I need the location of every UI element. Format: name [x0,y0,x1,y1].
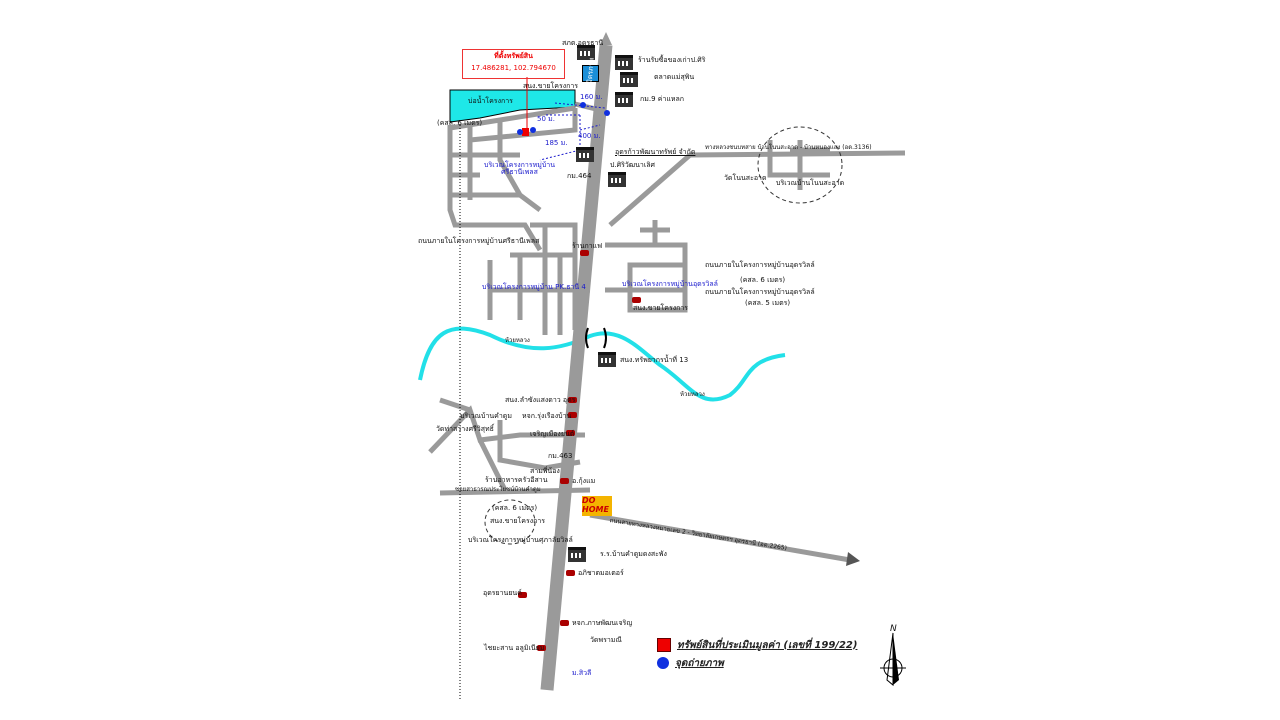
km464-label: กม.464 [567,172,592,180]
shop-bottom-label: ไชยะสาน อลูมิเนียม [484,644,545,652]
car-icon [566,570,575,576]
roads [428,101,906,563]
legend-photo-label: จุดถ่ายภาพ [675,657,724,669]
car-icon [566,430,575,436]
sales-office-top-label: สนง.ขายโครงการ [523,82,579,90]
sam-phi-nong-label: สามพี่น้อง [530,467,560,475]
restaurant-label: ร้านอาหารครัวอีสาน [485,476,548,484]
left-road-label: ซอยสาธารณประโยชน์บ้านคำดูม [455,486,541,493]
bank-office-label: สนง.ลำซังแสงดาว อุดร [505,396,576,404]
shop-top-label: ร้านรับซื้อของเก่าป.ศิริ [638,56,706,64]
legend: ทรัพย์สินที่ประเมินมูลค่า (เลขที่ 199/22… [657,636,857,672]
property-coordinates: 17.486281, 102.794670 [471,64,556,72]
village-kham-label: บริเวณบ้านคำดูม [460,412,512,420]
school-label: ร.ร.บ้านคำดูมดงสะพัง [600,550,667,558]
village-udon-label: บริเวณโครงการหมู่บ้านอุดรวิลล์ [622,280,718,288]
do-home-label: DO HOME [582,496,609,514]
right-road-label: ทางหลวงชนบทสาย บ้านโนนสะอาด - บ้านหนองแส… [705,144,872,151]
hospital-label: หจก.ภาษพัฒนเจริญ [572,619,633,627]
km463-label: กม.463 [548,452,573,460]
property-location-box: ที่ตั้งทรัพย์สิน 17.486281, 102.794670 [462,49,565,79]
building-icon [577,45,595,60]
do-home-logo: DO HOME [582,496,612,516]
distance-185-label: 185 ม. [545,139,568,147]
distance-50-label: 50 ม. [537,115,555,123]
legend-property-label: ทรัพย์สินที่ประเมินมูลค่า (เลขที่ 199/22… [677,639,858,651]
north-arrow-icon [880,632,906,687]
car-icon [632,297,641,303]
property-location-title: ที่ตั้งทรัพย์สิน [494,52,533,60]
road-width-label: (คสล. 6 เมตร) [437,119,483,127]
road-udon-ville-label-2: ถนนภายในโครงการหมู่บ้านอุดรวิลล์ [705,288,815,296]
building-icon [598,352,616,367]
property-square-icon [657,638,671,652]
village-bottom-label: บริเวณโครงการหมู่บ้านศุภาลัยวิลล์ [468,536,573,544]
photo-point-icon [657,657,669,669]
p-siri-label: ป.ศิริวัฒนาเลิศ [610,161,655,169]
legend-photo: จุดถ่ายภาพ [657,654,857,672]
company-label: อุดรก้าวพัฒนาทรัพย์ จำกัด [615,148,696,156]
river [418,326,786,402]
distance-400-label: 400 ม. [578,132,601,140]
cafe-label: ร้านกาแฟ [572,242,603,250]
pond [449,89,576,123]
road-arrow [846,552,860,566]
car-icon [560,478,569,484]
building-icon [620,72,638,87]
gas-label: อ.กุ้งแม [572,477,596,485]
building-icon [615,92,633,107]
nong-road-label: เจริญเมืองยนต์ [530,430,575,438]
car-shop-label: อภิชาตมอเตอร์ [578,569,624,577]
wat-nonsa-label: วัดโนนสะอาด [724,174,767,182]
building-icon [568,547,586,562]
car-icon [518,592,527,598]
wat-sawang-label: วัดท่าสว่างศรีวิสุทธิ์ [436,425,494,433]
car-icon [568,397,577,403]
main-road [540,44,613,691]
north-label: N [890,624,897,634]
road-width-5-label: (คสล. 5 เมตร) [745,299,791,307]
building-icon [615,55,633,70]
car-icon [537,645,546,651]
udon-car-label: อุดรยานยนต์ [483,589,522,597]
wat-bottom-label: วัดพรามณี [590,636,622,644]
road-width-bottom-label: (คสล. 6 เมตร) [492,504,538,512]
shop-mid-label: หจก.รุ่งเรืองบ้าน [522,412,572,420]
bridge-icon [585,327,607,349]
village-nonsa-label: บริเวณบ้านโนนสะอาด [776,179,845,187]
bank-logo-icon [582,65,599,82]
sales-office-bottom-label: สนง.ขายโครงการ [490,517,546,525]
km9-label: กม.9 ค่าแหลก [640,95,685,103]
road-sri-label: ถนนภายในโครงการหมู่บ้านศรีธานีเพลส [418,237,540,245]
property-marker [522,128,529,136]
car-icon [580,250,589,256]
distance-160-label: 160 ม. [580,93,603,101]
car-icon [560,620,569,626]
village-circle [757,126,843,204]
car-icon [568,412,577,418]
canal-right-label: ห้วยหลวง [680,391,705,398]
building-icon [608,172,626,187]
building-icon [576,147,594,162]
village-sri-label: บริเวณโครงการหมู่บ้าน ศรีธานีเพลส [484,161,555,176]
pond-label: บ่อน้ำโครงการ [468,97,513,105]
legend-property: ทรัพย์สินที่ประเมินมูลค่า (เลขที่ 199/22… [657,636,857,654]
road-udon-ville-label: ถนนภายในโครงการหมู่บ้านอุดรวิลล์ [705,261,815,269]
office-13-label: สนง.ทรัพยากรน้ำที่ 13 [620,356,689,364]
canal-left-label: ห้วยหลวง [505,337,530,344]
village-circle [484,499,536,545]
msawadee-label: ม.สิวลี [572,669,592,677]
police-station-label: สภต.อุดรธานี [562,39,604,47]
market-label: ตลาดแม่สุพิน [654,73,695,81]
village-pk-label: บริเวณโครงการหมู่บ้าน PK.ธานี 4 [482,283,586,291]
sales-office-mid-label: สนง.ขายโครงการ [633,304,689,312]
road-width-6-label: (คสล. 6 เมตร) [740,276,786,284]
